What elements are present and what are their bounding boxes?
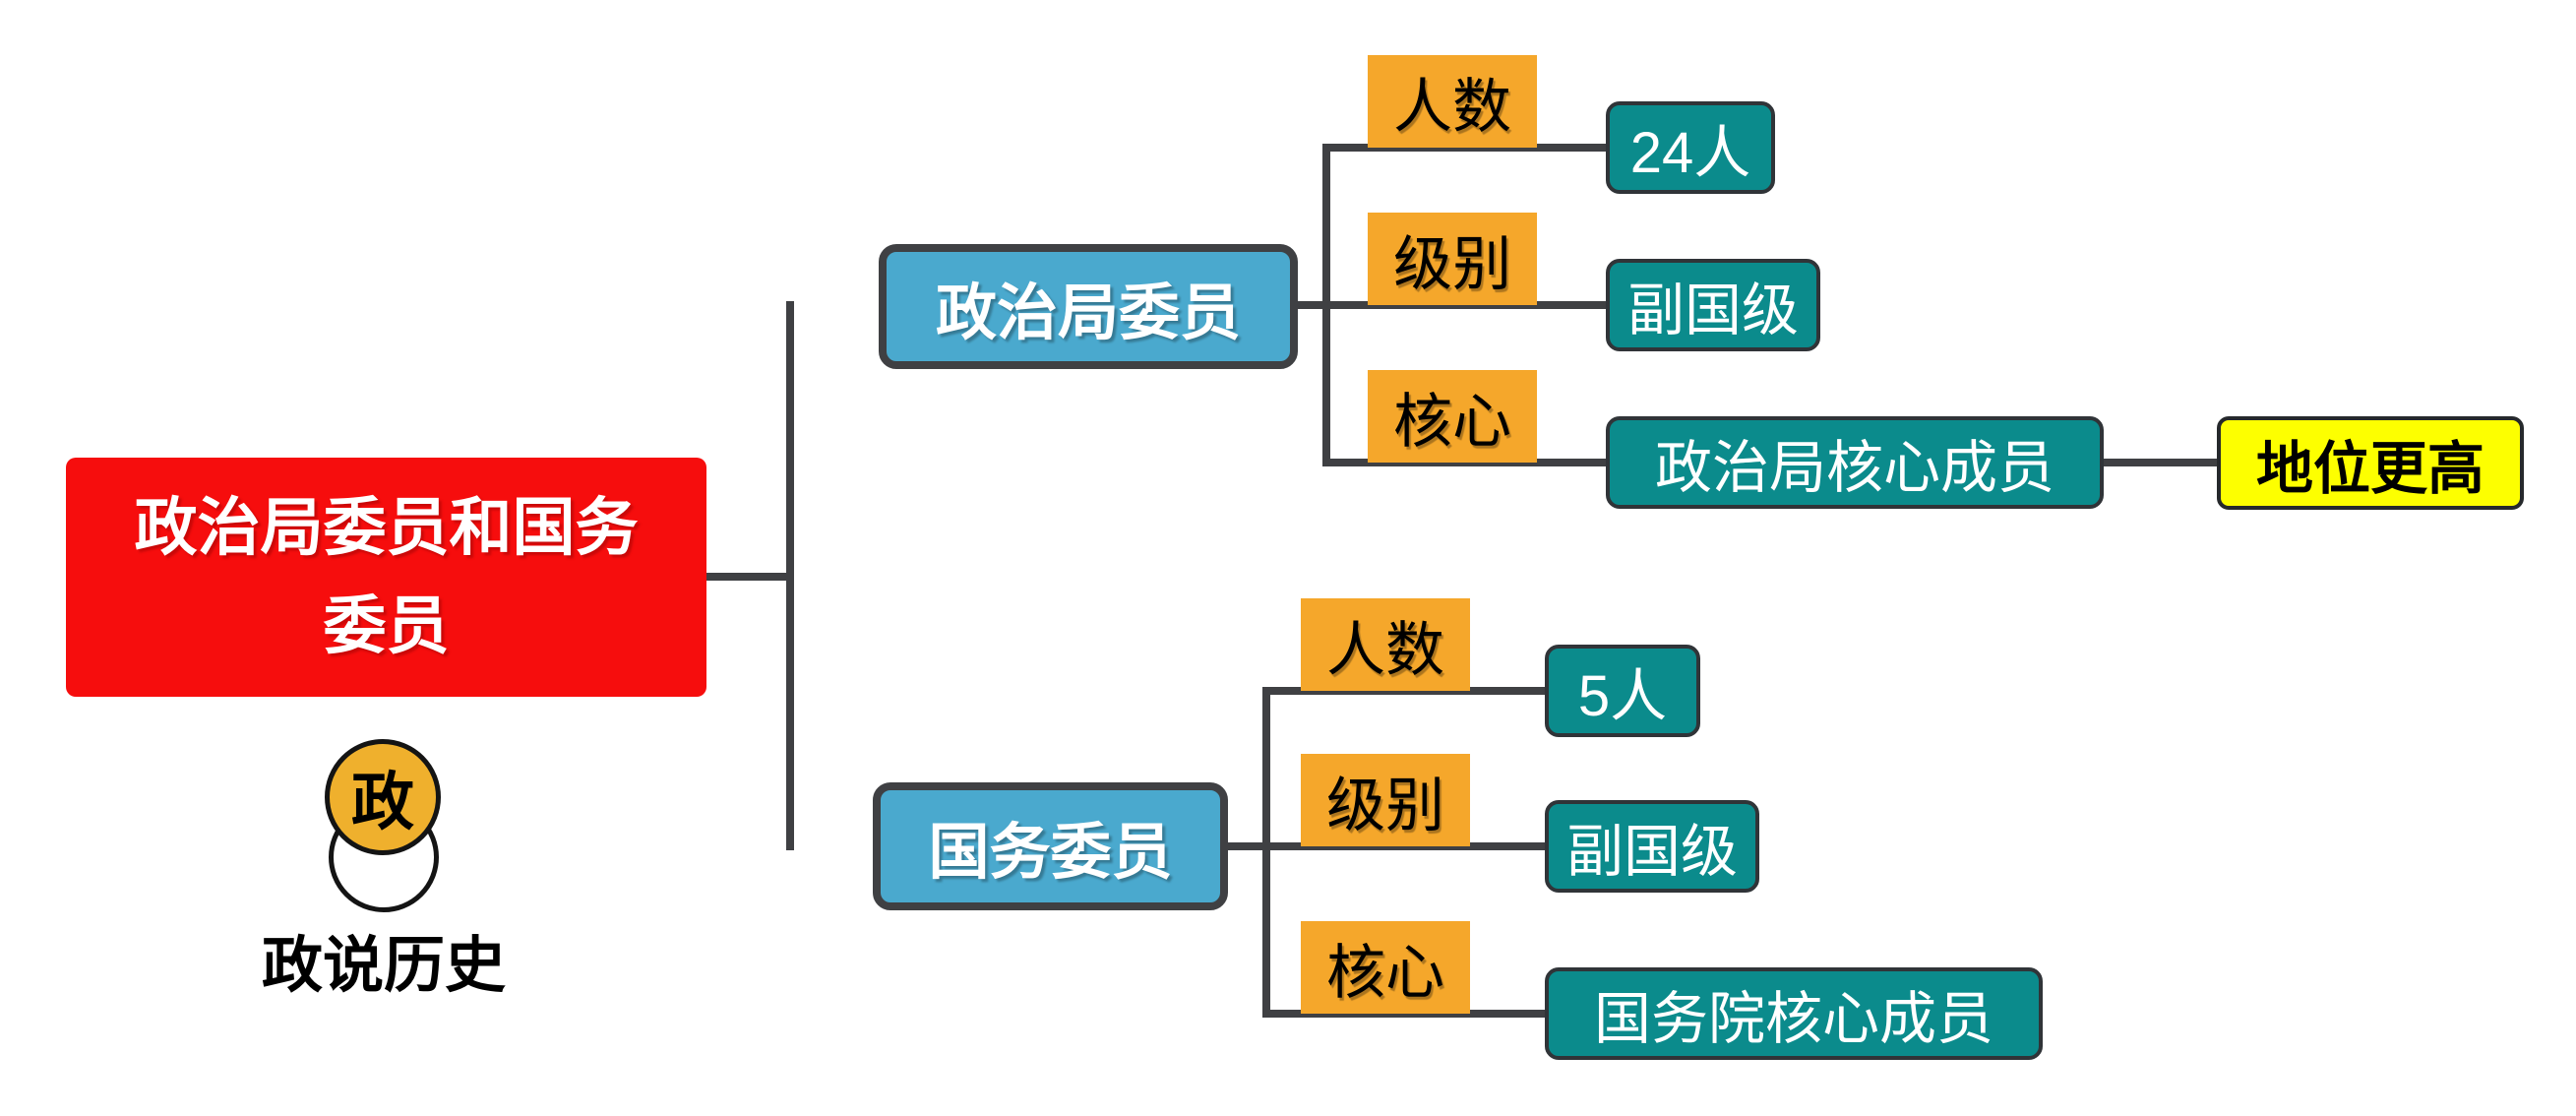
connector-line: [1262, 687, 1270, 1018]
connector-line: [706, 573, 792, 581]
connector-line: [2104, 459, 2217, 466]
key-label-box: 级别: [1368, 213, 1537, 305]
note-box: 地位更高: [2217, 416, 2524, 510]
connector-line: [1262, 687, 1545, 695]
key-label-box: 级别: [1301, 754, 1470, 846]
connector-line: [1322, 144, 1330, 466]
key-label-box: 核心: [1368, 370, 1537, 463]
connector-line: [1322, 459, 1606, 466]
connector-line: [1298, 301, 1606, 309]
value-box: 5人: [1545, 645, 1700, 737]
connector-line: [1228, 842, 1545, 850]
connector-line: [786, 301, 794, 850]
value-box: 国务院核心成员: [1545, 967, 2043, 1060]
connector-line: [1262, 1010, 1545, 1018]
value-box: 副国级: [1606, 259, 1820, 351]
watermark-caption: 政说历史: [261, 933, 506, 1000]
branch-node-state-councilor: 国务委员: [873, 782, 1228, 910]
connector-line: [1322, 144, 1606, 152]
key-label-box: 人数: [1301, 598, 1470, 691]
value-box: 24人: [1606, 101, 1775, 194]
value-box: 副国级: [1545, 800, 1759, 893]
watermark-badge-char: 政: [351, 768, 414, 837]
key-label-box: 人数: [1368, 55, 1537, 148]
value-box: 政治局核心成员: [1606, 416, 2104, 509]
watermark-badge-icon: 政: [325, 739, 441, 855]
branch-node-politburo-member: 政治局委员: [879, 244, 1298, 369]
root-node: 政治局委员和国务委员: [66, 458, 706, 697]
key-label-box: 核心: [1301, 921, 1470, 1014]
